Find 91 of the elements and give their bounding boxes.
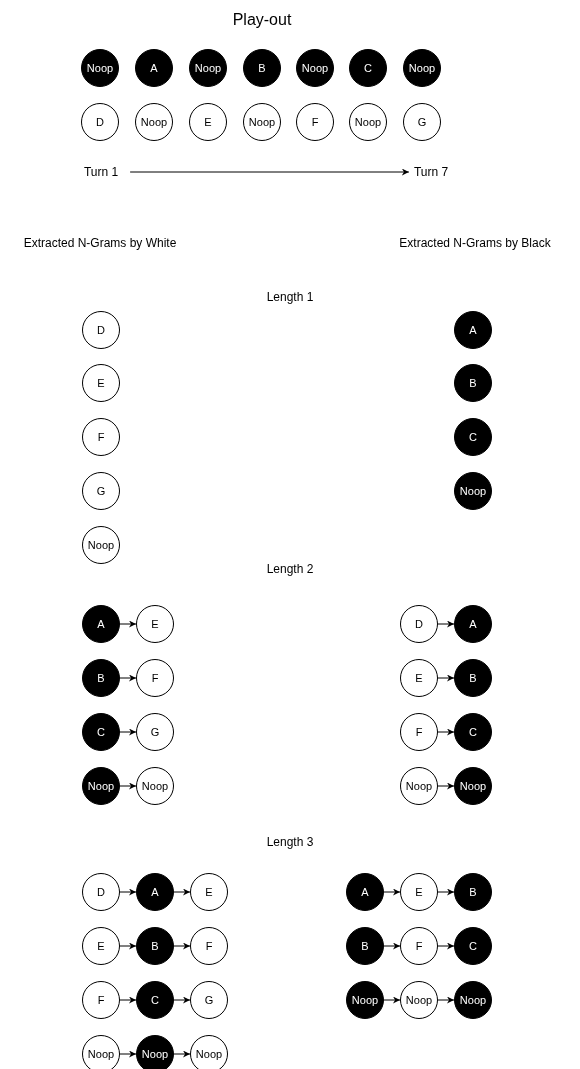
move-circle: D [82,873,120,911]
move-circle: F [296,103,334,141]
move-circle: C [454,713,492,751]
move-circle: E [82,364,120,402]
section-heading: Extracted N-Grams by White [23,236,177,250]
move-circle: A [82,605,120,643]
move-circle: B [346,927,384,965]
title: Play-out [232,11,292,29]
move-circle: Noop [135,103,173,141]
move-circle: A [135,49,173,87]
arrow [119,1050,137,1058]
move-circle: B [243,49,281,87]
move-circle: A [346,873,384,911]
move-circle: E [400,873,438,911]
move-circle: B [454,873,492,911]
arrow [437,888,455,896]
move-circle: Noop [82,767,120,805]
move-circle: Noop [296,49,334,87]
arrow [383,942,401,950]
move-circle: Noop [454,472,492,510]
move-circle: B [136,927,174,965]
move-circle: E [190,873,228,911]
arrow [119,728,137,736]
move-circle: F [136,659,174,697]
move-circle: A [454,605,492,643]
move-circle: A [454,311,492,349]
arrow [119,620,137,628]
move-circle: F [400,713,438,751]
arrow [437,620,455,628]
move-circle: E [82,927,120,965]
arrow [119,782,137,790]
move-circle: C [454,927,492,965]
arrow [129,168,410,176]
move-circle: F [82,981,120,1019]
arrow [119,888,137,896]
move-circle: G [403,103,441,141]
arrow [173,942,191,950]
move-circle: B [454,659,492,697]
move-circle: C [82,713,120,751]
arrow [437,728,455,736]
move-circle: E [189,103,227,141]
move-circle: G [136,713,174,751]
arrow [173,996,191,1004]
arrow [383,996,401,1004]
move-circle: Noop [403,49,441,87]
arrow [119,674,137,682]
move-circle: Noop [136,1035,174,1069]
turn-label: Turn 1 [83,165,119,179]
move-circle: D [82,311,120,349]
move-circle: Noop [346,981,384,1019]
arrow [383,888,401,896]
arrow [437,942,455,950]
move-circle: Noop [189,49,227,87]
arrow [437,674,455,682]
move-circle: D [400,605,438,643]
move-circle: G [190,981,228,1019]
move-circle: F [82,418,120,456]
move-circle: Noop [454,767,492,805]
move-circle: Noop [82,526,120,564]
section-heading: Length 2 [266,562,314,576]
arrow [119,942,137,950]
arrow [173,888,191,896]
move-circle: B [82,659,120,697]
arrow [437,782,455,790]
move-circle: E [136,605,174,643]
move-circle: Noop [190,1035,228,1069]
turn-label: Turn 7 [413,165,449,179]
move-circle: F [400,927,438,965]
move-circle: C [454,418,492,456]
move-circle: Noop [349,103,387,141]
arrow [173,1050,191,1058]
section-heading: Length 1 [266,290,314,304]
move-circle: B [454,364,492,402]
move-circle: E [400,659,438,697]
move-circle: Noop [400,981,438,1019]
move-circle: Noop [400,767,438,805]
move-circle: F [190,927,228,965]
move-circle: A [136,873,174,911]
section-heading: Extracted N-Grams by Black [399,236,551,250]
move-circle: Noop [81,49,119,87]
move-circle: Noop [243,103,281,141]
move-circle: C [136,981,174,1019]
move-circle: Noop [82,1035,120,1069]
move-circle: G [82,472,120,510]
move-circle: Noop [454,981,492,1019]
move-circle: Noop [136,767,174,805]
arrow [437,996,455,1004]
section-heading: Length 3 [266,835,314,849]
move-circle: C [349,49,387,87]
move-circle: D [81,103,119,141]
arrow [119,996,137,1004]
